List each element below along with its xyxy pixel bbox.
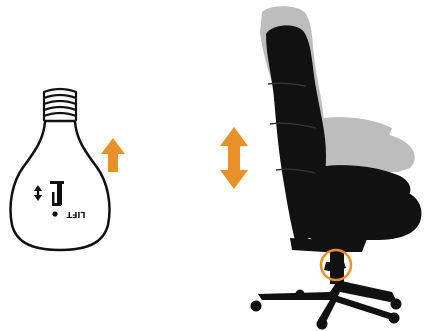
up-arrow-icon xyxy=(101,138,125,172)
lever-knob-icon: LIFT xyxy=(11,89,110,250)
lift-label: LIFT xyxy=(66,210,86,219)
up-down-arrow-icon xyxy=(220,127,248,189)
office-chair-icon xyxy=(251,25,422,329)
